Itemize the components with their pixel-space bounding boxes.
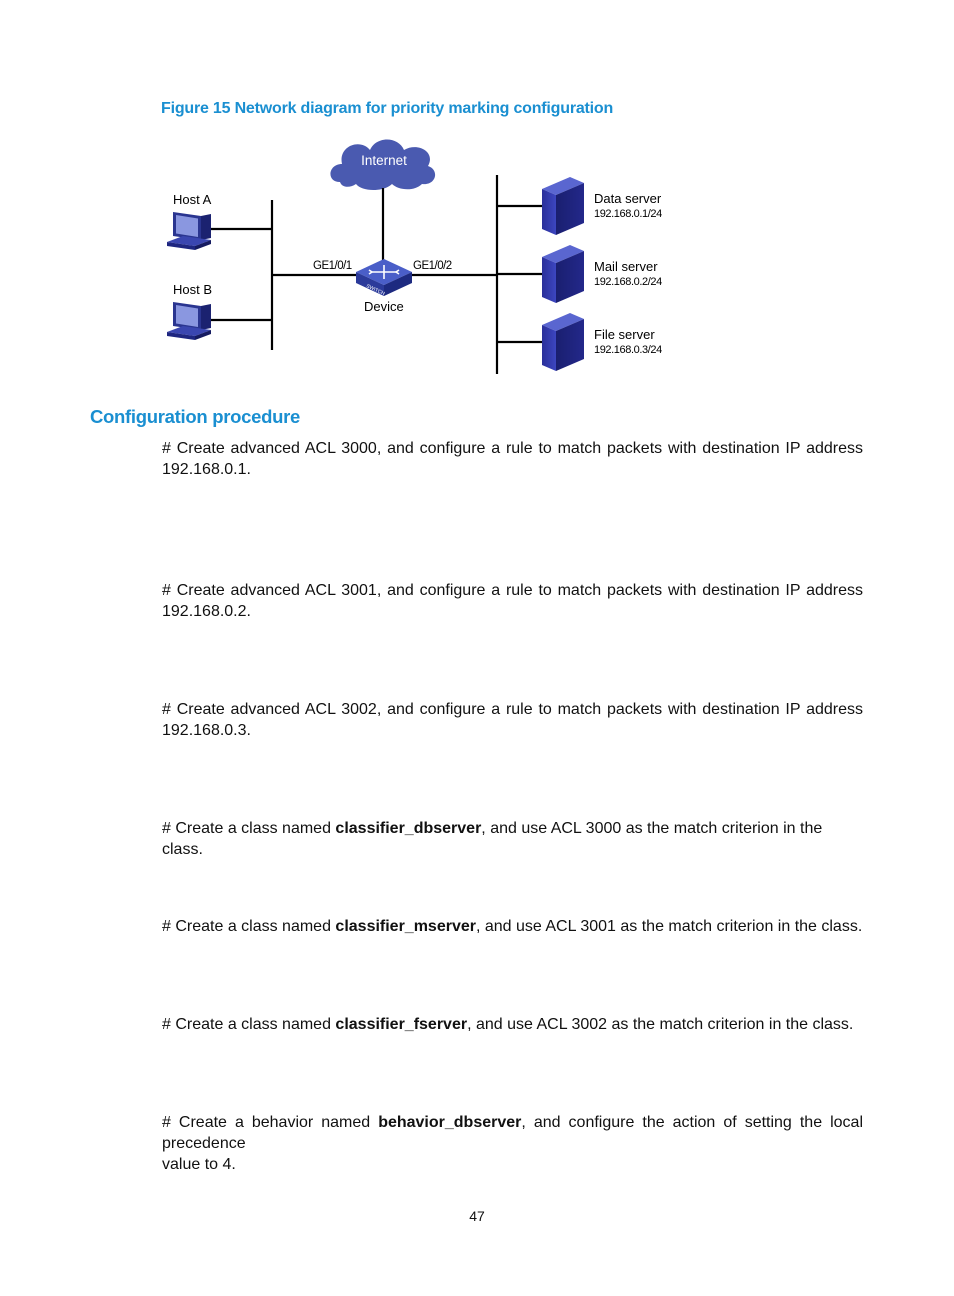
paragraph-line: value to 4. bbox=[162, 1154, 863, 1175]
data-server-label: Data server bbox=[594, 191, 662, 206]
paragraph-acl-3002: # Create advanced ACL 3002, and configur… bbox=[162, 699, 863, 741]
behavior-name: behavior_dbserver bbox=[378, 1114, 521, 1131]
paragraph-text: , and use ACL 3002 as the match criterio… bbox=[467, 1016, 853, 1033]
paragraph-line: # Create advanced ACL 3001, and configur… bbox=[162, 582, 863, 599]
data-server-ip: 192.168.0.1/24 bbox=[594, 208, 662, 220]
class-name: classifier_mserver bbox=[335, 918, 476, 935]
host-b-icon bbox=[167, 302, 211, 340]
paragraph-line: # Create advanced ACL 3002, and configur… bbox=[162, 701, 863, 718]
port-ge101-label: GE1/0/1 bbox=[313, 260, 352, 272]
network-diagram: Internet Host A Host B bbox=[155, 130, 695, 380]
mail-server-label: Mail server bbox=[594, 259, 658, 274]
class-name: classifier_fserver bbox=[335, 1016, 467, 1033]
paragraph-text: # Create a class named bbox=[162, 820, 335, 837]
file-server-ip: 192.168.0.3/24 bbox=[594, 344, 662, 356]
paragraph-text: # Create a behavior named bbox=[162, 1114, 378, 1131]
host-a-label: Host A bbox=[173, 192, 212, 207]
data-server-icon bbox=[542, 177, 584, 235]
paragraph-text: # Create a class named bbox=[162, 1016, 335, 1033]
device-label: Device bbox=[364, 299, 404, 314]
file-server-label: File server bbox=[594, 327, 655, 342]
paragraph-line: 192.168.0.1. bbox=[162, 459, 863, 480]
figure-caption: Figure 15 Network diagram for priority m… bbox=[161, 100, 613, 118]
paragraph-text: , and use ACL 3001 as the match criterio… bbox=[476, 918, 862, 935]
class-name: classifier_dbserver bbox=[335, 820, 481, 837]
file-server-icon bbox=[542, 313, 584, 371]
port-ge102-label: GE1/0/2 bbox=[413, 260, 452, 272]
paragraph-line: 192.168.0.3. bbox=[162, 720, 863, 741]
paragraph-class-mserver: # Create a class named classifier_mserve… bbox=[162, 916, 863, 937]
paragraph-acl-3000: # Create advanced ACL 3000, and configur… bbox=[162, 438, 863, 480]
host-b-label: Host B bbox=[173, 282, 212, 297]
paragraph-acl-3001: # Create advanced ACL 3001, and configur… bbox=[162, 580, 863, 622]
switch-icon: SWITCH bbox=[356, 259, 412, 297]
paragraph-line: # Create advanced ACL 3000, and configur… bbox=[162, 440, 863, 457]
page-number: 47 bbox=[0, 1208, 954, 1224]
paragraph-class-dbserver: # Create a class named classifier_dbserv… bbox=[162, 818, 863, 860]
internet-cloud-icon: Internet bbox=[330, 140, 435, 191]
paragraph-behavior-dbserver: # Create a behavior named behavior_dbser… bbox=[162, 1112, 863, 1175]
mail-server-ip: 192.168.0.2/24 bbox=[594, 276, 662, 288]
host-a-icon bbox=[167, 212, 211, 250]
section-heading: Configuration procedure bbox=[90, 406, 300, 428]
paragraph-text: # Create a class named bbox=[162, 918, 335, 935]
paragraph-class-fserver: # Create a class named classifier_fserve… bbox=[162, 1014, 863, 1035]
internet-label: Internet bbox=[361, 153, 407, 168]
mail-server-icon bbox=[542, 245, 584, 303]
paragraph-line: 192.168.0.2. bbox=[162, 601, 863, 622]
